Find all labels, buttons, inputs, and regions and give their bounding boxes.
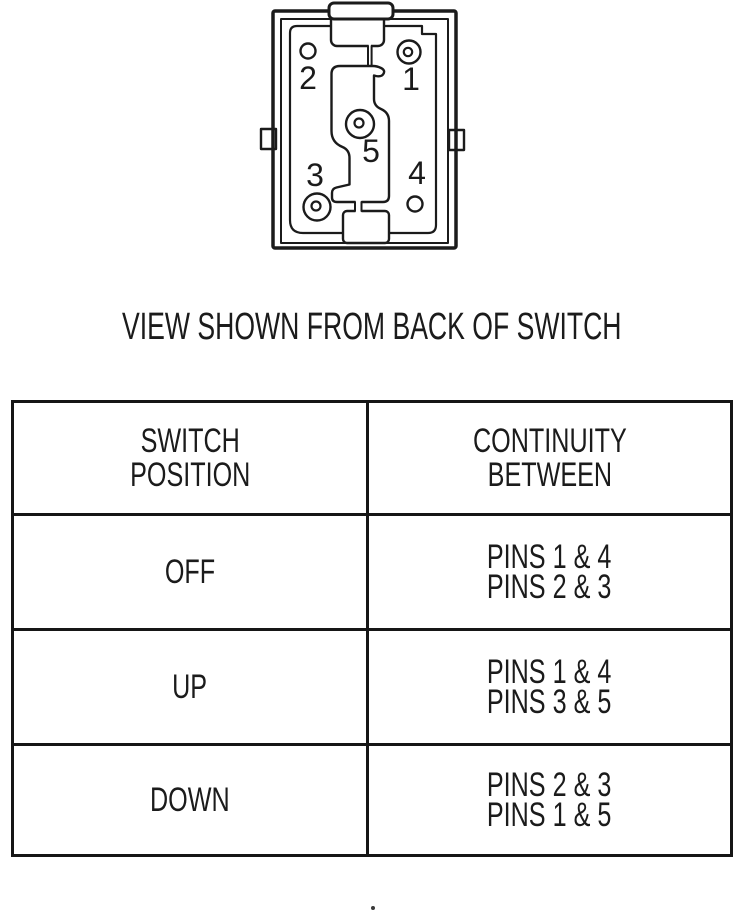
position-up-label: UP <box>172 668 208 706</box>
header-continuity-line2: BETWEEN <box>487 456 612 494</box>
pin-5-terminal-dot <box>353 117 365 129</box>
top-tab <box>327 1 395 21</box>
scan-speck <box>371 906 375 910</box>
header-continuity-between: CONTINUITY BETWEEN <box>369 403 730 513</box>
bottom-pad <box>341 209 391 245</box>
pin-3-label: 3 <box>306 157 324 193</box>
continuity-off-line2: PINS 2 & 3 <box>487 568 612 606</box>
cell-position-off: OFF <box>14 516 369 628</box>
continuity-off-line1: PINS 1 & 4 <box>487 538 612 576</box>
pin-1-terminal <box>396 39 422 65</box>
header-switch-position: SWITCH POSITION <box>14 403 369 513</box>
continuity-table: SWITCH POSITION CONTINUITY BETWEEN OFF P… <box>11 400 733 857</box>
pin-4-label: 4 <box>408 155 426 191</box>
cell-continuity-up: PINS 1 & 4 PINS 3 & 5 <box>369 631 730 743</box>
cavity-outline <box>288 24 438 235</box>
continuity-down-line1: PINS 2 & 3 <box>487 766 612 804</box>
cell-continuity-down: PINS 2 & 3 PINS 1 & 5 <box>369 746 730 854</box>
diagram-caption-text: VIEW SHOWN FROM BACK OF SWITCH <box>122 306 622 348</box>
pin-1-label: 1 <box>402 61 420 97</box>
pin-3-terminal-dot <box>310 200 322 212</box>
diagram-caption: VIEW SHOWN FROM BACK OF SWITCH <box>0 306 744 348</box>
cell-position-down: DOWN <box>14 746 369 854</box>
position-off-label: OFF <box>164 553 216 591</box>
pin-5-label: 5 <box>362 133 380 169</box>
header-switch-position-line2: POSITION <box>129 456 251 494</box>
table-row-up: UP PINS 1 & 4 PINS 3 & 5 <box>14 628 730 743</box>
continuity-up-line2: PINS 3 & 5 <box>487 683 612 721</box>
continuity-down-line2: PINS 1 & 5 <box>487 796 612 834</box>
cell-position-up: UP <box>14 631 369 743</box>
header-switch-position-line1: SWITCH <box>140 422 240 460</box>
pin-2-label: 2 <box>299 60 317 96</box>
table-row-down: DOWN PINS 2 & 3 PINS 1 & 5 <box>14 743 730 854</box>
pin-4-terminal <box>406 195 424 213</box>
pin-1-terminal-dot <box>402 46 414 58</box>
pin-3-terminal <box>302 192 332 222</box>
continuity-up-line1: PINS 1 & 4 <box>487 653 612 691</box>
table-row-off: OFF PINS 1 & 4 PINS 2 & 3 <box>14 513 730 628</box>
header-continuity-line1: CONTINUITY <box>472 422 627 460</box>
cell-continuity-off: PINS 1 & 4 PINS 2 & 3 <box>369 516 730 628</box>
table-header-row: SWITCH POSITION CONTINUITY BETWEEN <box>14 403 730 513</box>
pin-5-terminal <box>344 108 376 140</box>
position-down-label: DOWN <box>150 781 230 819</box>
pin-2-terminal <box>299 42 317 60</box>
switch-connector-diagram: 1 2 3 4 5 <box>259 1 466 250</box>
